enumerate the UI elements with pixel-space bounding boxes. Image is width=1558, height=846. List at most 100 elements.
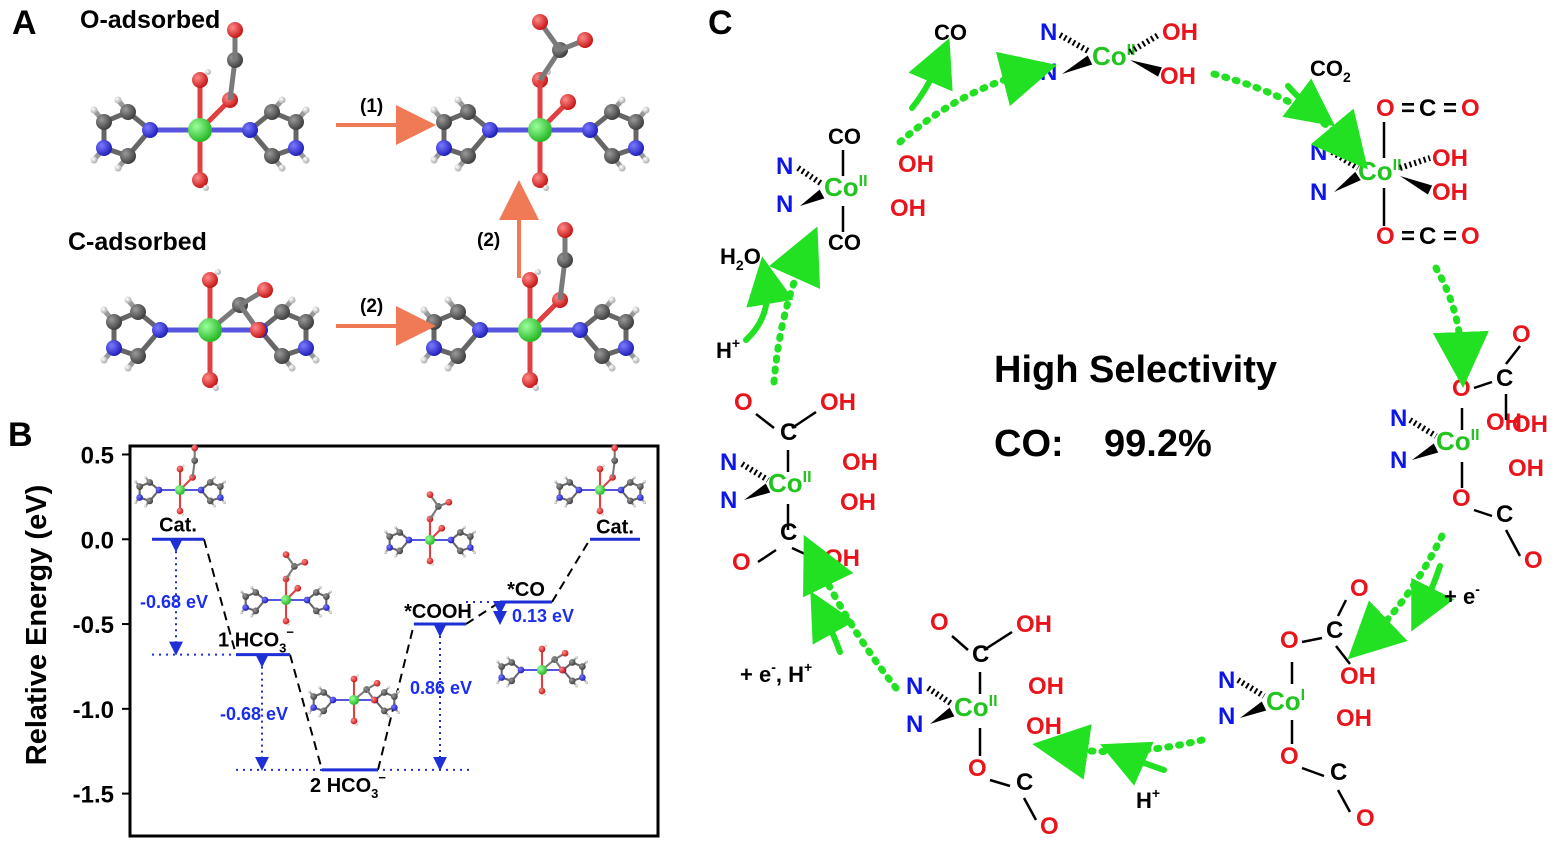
hydrogen-atom — [543, 185, 549, 191]
hydrogen-atom — [618, 164, 626, 172]
bond — [755, 413, 775, 429]
nitrogen-atom — [242, 122, 258, 138]
bond — [989, 778, 1011, 788]
hydrogen-atom — [506, 684, 510, 688]
molecule-c-adsorbed — [100, 269, 320, 391]
nitrogen-atom — [310, 704, 318, 711]
nitrogen-atom — [482, 122, 498, 138]
structure-1-hco3 — [240, 551, 332, 626]
hydroxyl-label: OH — [1028, 673, 1064, 700]
nitrogen-label: N — [720, 449, 737, 476]
hydrogen-atom — [574, 684, 578, 688]
oxygen-label: O — [1461, 223, 1480, 250]
oxygen-atom — [577, 32, 593, 48]
hydrogen-atom — [632, 475, 636, 479]
bond — [791, 410, 817, 430]
oxygen-label: O — [1461, 95, 1480, 122]
nitrogen-atom — [517, 666, 525, 674]
energy-difference-label: -0.68 eV — [220, 704, 288, 724]
hydrogen-atom — [554, 480, 557, 484]
oxygen-label: O — [1524, 547, 1543, 574]
bond — [1301, 636, 1323, 644]
hydrogen-atom — [643, 501, 646, 505]
oxygen-atom — [250, 322, 266, 338]
nitrogen-label: N — [1040, 59, 1057, 86]
hydrogen-atom — [601, 513, 604, 516]
oxygen-atom — [176, 465, 184, 473]
hydroxyl-label: OH — [1162, 19, 1198, 46]
nitrogen-atom — [242, 604, 250, 611]
carbon-atom — [604, 104, 620, 120]
hydrogen-atom — [318, 614, 322, 618]
carbon-atom — [130, 348, 146, 364]
hashed-bond — [1128, 31, 1162, 55]
hydroxyl-label: OH — [842, 449, 878, 476]
proton-label: H+ — [1136, 785, 1160, 813]
step-1-label: (1) — [360, 96, 383, 117]
oxygen-atom — [257, 282, 273, 298]
carbon-atom — [252, 589, 260, 596]
bond — [1336, 789, 1352, 813]
bond — [1301, 766, 1325, 778]
oxygen-atom — [426, 557, 434, 565]
nitrogen-atom — [618, 340, 634, 356]
carbon-atom — [636, 483, 644, 490]
cobalt-label: CoII — [824, 172, 868, 202]
wedge-bond — [1240, 701, 1267, 718]
double-bond: = — [1401, 223, 1415, 250]
hashed-bond — [740, 461, 770, 483]
c-adsorbed-label: C-adsorbed — [68, 228, 207, 256]
hydroxyl-label: OH — [820, 389, 856, 416]
oxygen-atom — [532, 14, 548, 30]
hydrogen-atom — [181, 513, 184, 516]
step-2-vertical-label: (2) — [477, 230, 500, 251]
electron-label: + e- — [1444, 581, 1480, 609]
oxygen-atom — [611, 444, 619, 452]
hydrogen-atom — [642, 106, 650, 114]
hydrogen-atom — [124, 364, 132, 372]
nitrogen-atom — [386, 544, 394, 551]
carbon-atom — [322, 593, 330, 600]
hydrogen-atom — [574, 655, 578, 659]
oxygen-label: O — [1376, 223, 1395, 250]
panel-label-c: C — [708, 4, 733, 42]
carbon-atom — [96, 114, 112, 130]
carbon-atom — [310, 693, 318, 700]
bond — [983, 630, 1013, 652]
nitrogen-label: N — [776, 191, 793, 218]
molecule-o-adsorbed — [90, 22, 310, 191]
energy-difference-label: 0.13 eV — [512, 606, 574, 626]
structure-2-hco3 — [308, 674, 400, 726]
y-axis-label: Relative Energy (eV) — [21, 485, 53, 765]
carbon-atom — [556, 483, 564, 490]
center-title: High Selectivity — [994, 349, 1277, 391]
carbon-atom — [206, 479, 214, 486]
carbon-atom — [426, 314, 442, 330]
cobalt-atom — [518, 318, 542, 342]
carbon-atom — [618, 314, 634, 330]
carbon-atom — [450, 304, 466, 320]
carbon-atom — [594, 304, 610, 320]
bond — [1022, 797, 1038, 821]
carbon-atom — [508, 659, 516, 666]
oxygen-label: O — [1350, 575, 1369, 602]
nitrogen-atom — [628, 140, 644, 156]
level-connector — [551, 538, 591, 603]
hydrogen-atom — [203, 185, 209, 191]
nitrogen-label: N — [1040, 19, 1057, 46]
molecule-bidentate — [430, 14, 650, 191]
nitrogen-atom — [298, 340, 314, 356]
oxygen-atom — [557, 222, 573, 238]
carbon-atom — [386, 533, 394, 540]
hydrogen-atom — [544, 644, 547, 647]
carbon-atom — [604, 148, 620, 164]
nitrogen-atom — [303, 596, 311, 604]
oxygen-atom — [522, 372, 538, 388]
oxygen-atom — [191, 444, 199, 452]
carbon-label: C — [1496, 365, 1513, 392]
carbon-label: C — [780, 419, 797, 446]
hydrogen-atom — [144, 504, 148, 508]
nitrogen-label: N — [720, 487, 737, 514]
